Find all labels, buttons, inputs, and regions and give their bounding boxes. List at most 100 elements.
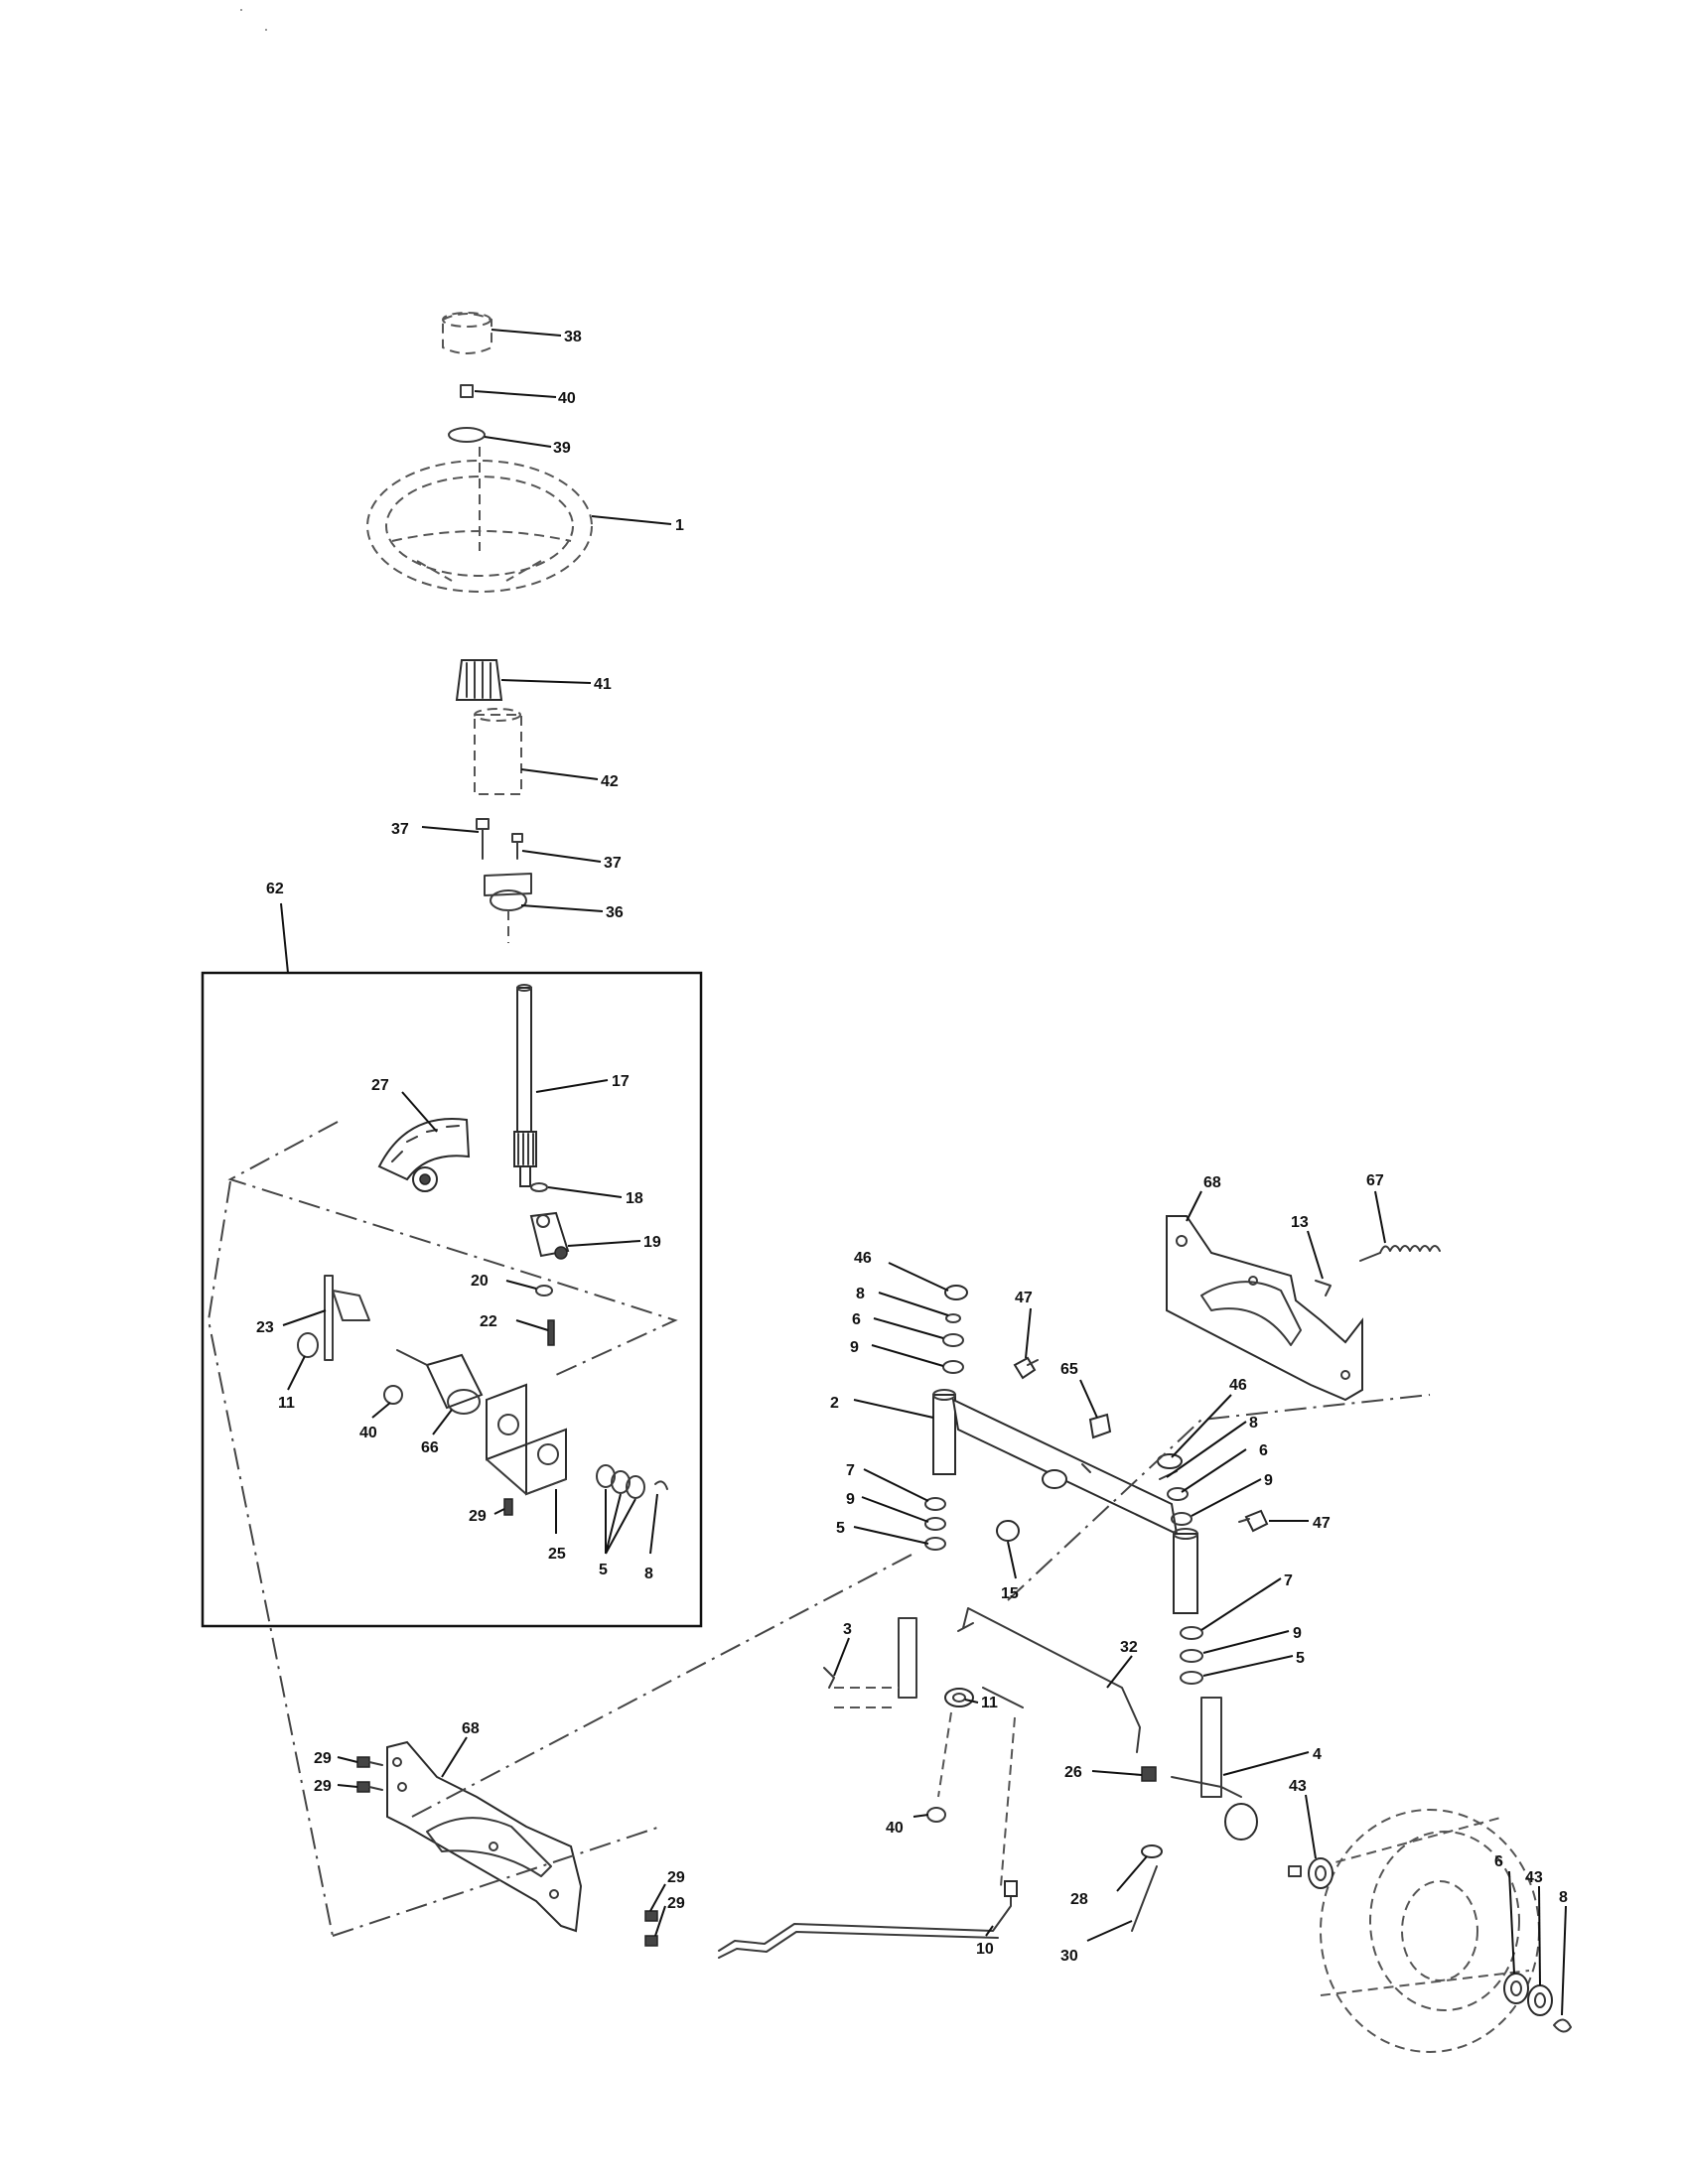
callout-8-right: 8 — [1249, 1415, 1258, 1432]
callout-18: 18 — [626, 1190, 643, 1207]
steering-washer-part — [448, 427, 486, 443]
rod-30-part — [1131, 1865, 1158, 1932]
callout-13: 13 — [1291, 1214, 1309, 1231]
bolt-47-right-part — [1238, 1509, 1269, 1533]
bracket-68-bottom-part — [386, 1740, 583, 1933]
callout-40-lower: 40 — [886, 1820, 904, 1837]
callout-15: 15 — [1001, 1585, 1019, 1602]
bushing-65-part — [1088, 1413, 1112, 1439]
washer-28-part — [1141, 1844, 1163, 1858]
spindle-4-part — [1171, 1697, 1258, 1841]
assembly-62-box — [201, 971, 703, 1628]
callout-29-bracket-3: 29 — [667, 1869, 685, 1886]
callout-9-right: 9 — [1264, 1472, 1273, 1489]
callout-5-box: 5 — [599, 1562, 608, 1578]
callout-28: 28 — [1070, 1891, 1088, 1908]
callout-43-right: 43 — [1525, 1869, 1543, 1886]
callout-7-left: 7 — [846, 1462, 855, 1479]
nut-40-lower-part — [926, 1807, 946, 1823]
spindle-left-part — [924, 1285, 968, 1551]
front-axle-part — [951, 1398, 1179, 1536]
clip-8-lower-part — [1553, 2018, 1572, 2033]
callout-6-left: 6 — [852, 1311, 861, 1328]
front-tire-part — [1320, 1809, 1540, 2053]
callout-7-right: 7 — [1284, 1572, 1293, 1589]
nut-40-part — [383, 1385, 403, 1405]
callout-22: 22 — [480, 1313, 497, 1330]
bolt-left-part — [476, 818, 490, 860]
bolt-13-part — [1315, 1280, 1332, 1297]
callout-68-top: 68 — [1203, 1174, 1221, 1191]
callout-42: 42 — [601, 773, 619, 790]
callout-5-left: 5 — [836, 1520, 845, 1537]
bearing-part — [396, 1349, 484, 1415]
washer-set-5-part — [596, 1464, 645, 1499]
spindle-3-part — [823, 1617, 917, 1708]
washer-11-part — [297, 1332, 319, 1358]
callout-6-right: 6 — [1259, 1442, 1268, 1459]
callout-9-right-lower: 9 — [1293, 1625, 1302, 1642]
callout-62: 62 — [266, 881, 284, 897]
callout-68-bottom: 68 — [462, 1720, 480, 1737]
callout-9-left-lower: 9 — [846, 1491, 855, 1508]
washer-20-part — [535, 1285, 553, 1297]
callout-5-right: 5 — [1296, 1650, 1305, 1667]
tie-rod-part — [718, 1880, 1018, 1959]
steering-bushing-part — [474, 708, 522, 795]
clip-8-part — [654, 1480, 668, 1490]
callout-38: 38 — [564, 329, 582, 345]
column-bracket-part — [484, 873, 532, 943]
callout-29-box: 29 — [469, 1508, 487, 1525]
callout-20: 20 — [471, 1273, 489, 1290]
washer-11-lower-part — [944, 1688, 974, 1707]
callout-40-top: 40 — [558, 390, 576, 407]
callout-67: 67 — [1366, 1172, 1384, 1189]
callout-3: 3 — [843, 1621, 852, 1638]
callout-30: 30 — [1060, 1948, 1078, 1965]
bolt-22-part — [547, 1319, 555, 1346]
callout-labels: 38 40 39 1 41 42 37 37 36 62 17 27 18 19… — [256, 329, 1568, 2016]
spring-67-part — [1359, 1245, 1441, 1262]
callout-29-bracket-2: 29 — [314, 1778, 332, 1795]
callout-27: 27 — [371, 1077, 389, 1094]
callout-36: 36 — [606, 904, 624, 921]
callout-19: 19 — [643, 1234, 661, 1251]
steering-wheel-part — [366, 447, 593, 593]
callout-26: 26 — [1064, 1764, 1082, 1781]
spindle-right-part — [1157, 1453, 1203, 1685]
callout-47-top: 47 — [1015, 1290, 1033, 1306]
u-bracket-part — [486, 1383, 567, 1496]
callout-8-left: 8 — [856, 1286, 865, 1302]
sector-gear-part — [377, 1118, 471, 1192]
callout-25: 25 — [548, 1546, 566, 1563]
bracket-68-top-part — [1166, 1215, 1363, 1402]
callout-8-wheel: 8 — [1559, 1889, 1568, 1906]
callout-10: 10 — [976, 1941, 994, 1958]
callout-46-right: 46 — [1229, 1377, 1247, 1394]
callout-4: 4 — [1313, 1746, 1322, 1763]
callout-32: 32 — [1120, 1639, 1138, 1656]
callout-65: 65 — [1060, 1361, 1078, 1378]
callout-40-box: 40 — [359, 1425, 377, 1441]
callout-43-left: 43 — [1289, 1778, 1307, 1795]
steering-cap-part — [442, 312, 492, 354]
callout-66: 66 — [421, 1439, 439, 1456]
bolt-47-left-part — [1013, 1356, 1039, 1380]
bushing-26-part — [1141, 1766, 1157, 1782]
bolt-29-part — [503, 1498, 513, 1516]
nut-15-part — [996, 1520, 1020, 1542]
callout-17: 17 — [612, 1073, 630, 1090]
callout-23: 23 — [256, 1319, 274, 1336]
callout-29-bracket-4: 29 — [667, 1895, 685, 1912]
pinion-block-part — [529, 1211, 570, 1260]
callout-2: 2 — [830, 1395, 839, 1412]
callout-37-left: 37 — [391, 821, 409, 838]
callout-11-lower: 11 — [981, 1695, 998, 1711]
callout-39: 39 — [553, 440, 571, 457]
callout-11-box: 11 — [278, 1395, 295, 1412]
callout-9-left: 9 — [850, 1339, 859, 1356]
callout-8-box: 8 — [644, 1566, 653, 1582]
callout-1: 1 — [675, 517, 684, 534]
callout-37-right: 37 — [604, 855, 622, 872]
